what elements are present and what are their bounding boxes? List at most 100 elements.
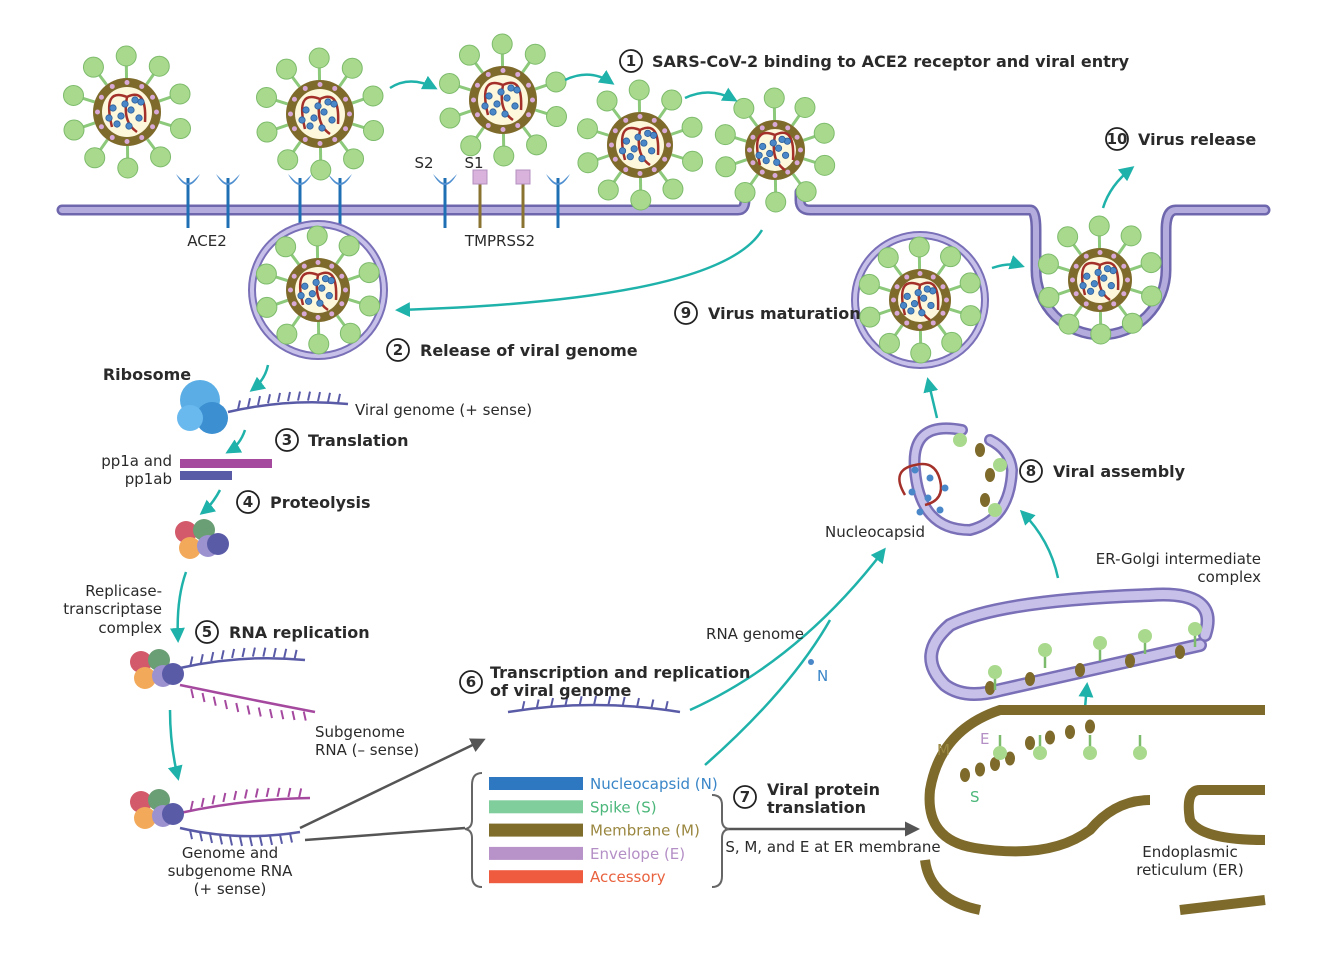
spike-protein — [794, 97, 816, 119]
spike-protein — [814, 154, 836, 176]
arrow-entry-3 — [684, 87, 738, 102]
receptors — [176, 169, 570, 228]
spike-protein — [908, 236, 930, 258]
e-label: E — [980, 730, 989, 748]
spike-protein — [341, 57, 363, 79]
spike-protein — [993, 458, 1007, 472]
step-number: 1 — [626, 52, 636, 70]
spike-protein — [988, 665, 1002, 690]
spike-protein — [491, 33, 513, 55]
spike-protein — [662, 178, 684, 200]
ace2-receptor — [288, 174, 312, 228]
spike-protein — [460, 135, 482, 157]
legend-brace-right — [711, 794, 730, 888]
virion-binding — [256, 47, 384, 181]
spike-protein — [877, 247, 899, 269]
membrane-protein — [1045, 730, 1055, 745]
endosome-virion — [255, 225, 381, 355]
spike-protein — [1057, 226, 1079, 248]
step-label: Release of viral genome — [420, 341, 638, 360]
ribosome-label: Ribosome — [103, 365, 191, 384]
spike-protein — [256, 86, 278, 108]
step-label: Virus maturation — [708, 304, 861, 323]
spike-protein — [1138, 629, 1152, 654]
assembly-vesicle — [908, 422, 1019, 537]
step-label: Translation — [308, 431, 409, 450]
step-label: Virus release — [1138, 130, 1256, 149]
spike-protein — [734, 181, 756, 203]
membrane-protein — [960, 768, 970, 782]
process-arrows — [167, 70, 1135, 781]
spike-protein — [1140, 252, 1162, 274]
viral-rna — [900, 281, 940, 322]
step-label: SARS-CoV-2 binding to ACE2 receptor and … — [652, 52, 1130, 71]
spike-protein — [858, 273, 880, 295]
pp1ab-label: pp1ab — [125, 470, 172, 488]
spike-protein — [458, 44, 480, 66]
ace2-label: ACE2 — [187, 232, 227, 250]
er-label-2: reticulum (ER) — [1136, 861, 1244, 879]
ergic-label-1: ER-Golgi intermediate — [1096, 550, 1261, 568]
spike-protein — [878, 332, 900, 354]
membrane-protein — [1175, 645, 1185, 659]
arrow-maturation-to-release — [991, 255, 1025, 270]
step-number-circle — [459, 670, 483, 694]
arrow-n-to-assembly — [704, 619, 832, 766]
spike-protein — [439, 107, 461, 129]
replicase-label-1: Replicase- — [85, 582, 162, 600]
spike-protein — [524, 43, 546, 65]
membrane-protein — [1025, 736, 1035, 750]
step-label: Proteolysis — [270, 493, 371, 512]
arrow-genome-to-legend — [304, 826, 466, 842]
genome-rna-top — [179, 787, 311, 815]
subgenome-rna-negative — [179, 683, 316, 721]
rna-genome-label: RNA genome — [706, 625, 804, 643]
spike-protein — [1038, 286, 1060, 308]
step-label: Viral assembly — [1053, 462, 1186, 481]
step-label-line2: translation — [767, 798, 866, 817]
virion-fusing — [576, 79, 704, 211]
legend-swatch — [489, 823, 583, 837]
spike-protein — [682, 150, 704, 172]
spike-protein — [82, 56, 104, 78]
released-virion — [1037, 215, 1163, 345]
arrow-to-replicase — [169, 571, 188, 643]
spike-protein — [1038, 643, 1052, 668]
spike-protein — [988, 503, 1002, 517]
virion-tmprss2 — [439, 33, 567, 167]
replicase-label-3: complex — [98, 619, 162, 637]
spike-protein — [765, 191, 787, 213]
arrow-to-release-genome — [395, 229, 764, 318]
maturation-vesicle — [851, 231, 989, 369]
viral-genome-rna — [227, 391, 349, 414]
spike-protein — [630, 189, 652, 211]
step-number-circle — [386, 338, 410, 362]
step-number-circle — [1019, 459, 1043, 483]
spike-protein — [941, 331, 963, 353]
spike-protein — [1188, 622, 1202, 647]
pp1a-label: pp1a and — [101, 452, 172, 470]
arrow-genome-to-transcription — [299, 738, 486, 830]
step-number-circle — [674, 301, 698, 325]
arrow-to-genome — [167, 709, 183, 781]
spike-protein — [362, 120, 384, 142]
legend-label: Accessory — [590, 868, 666, 886]
spike-protein — [1037, 253, 1059, 275]
membrane-protein — [1065, 725, 1075, 739]
genome-label-2: subgenome RNA — [168, 862, 294, 880]
step-number-circle — [236, 490, 260, 514]
spike-protein — [117, 157, 139, 179]
step-label: RNA replication — [229, 623, 370, 642]
endosome — [248, 220, 388, 360]
legend-label: Envelope (E) — [590, 845, 685, 863]
spike-protein — [493, 145, 515, 167]
virion-endocytosis — [714, 87, 836, 213]
viral-protein-legend: Nucleocapsid (N)Spike (S)Membrane (M)Env… — [489, 775, 718, 886]
step-label-line2: of viral genome — [490, 681, 632, 700]
